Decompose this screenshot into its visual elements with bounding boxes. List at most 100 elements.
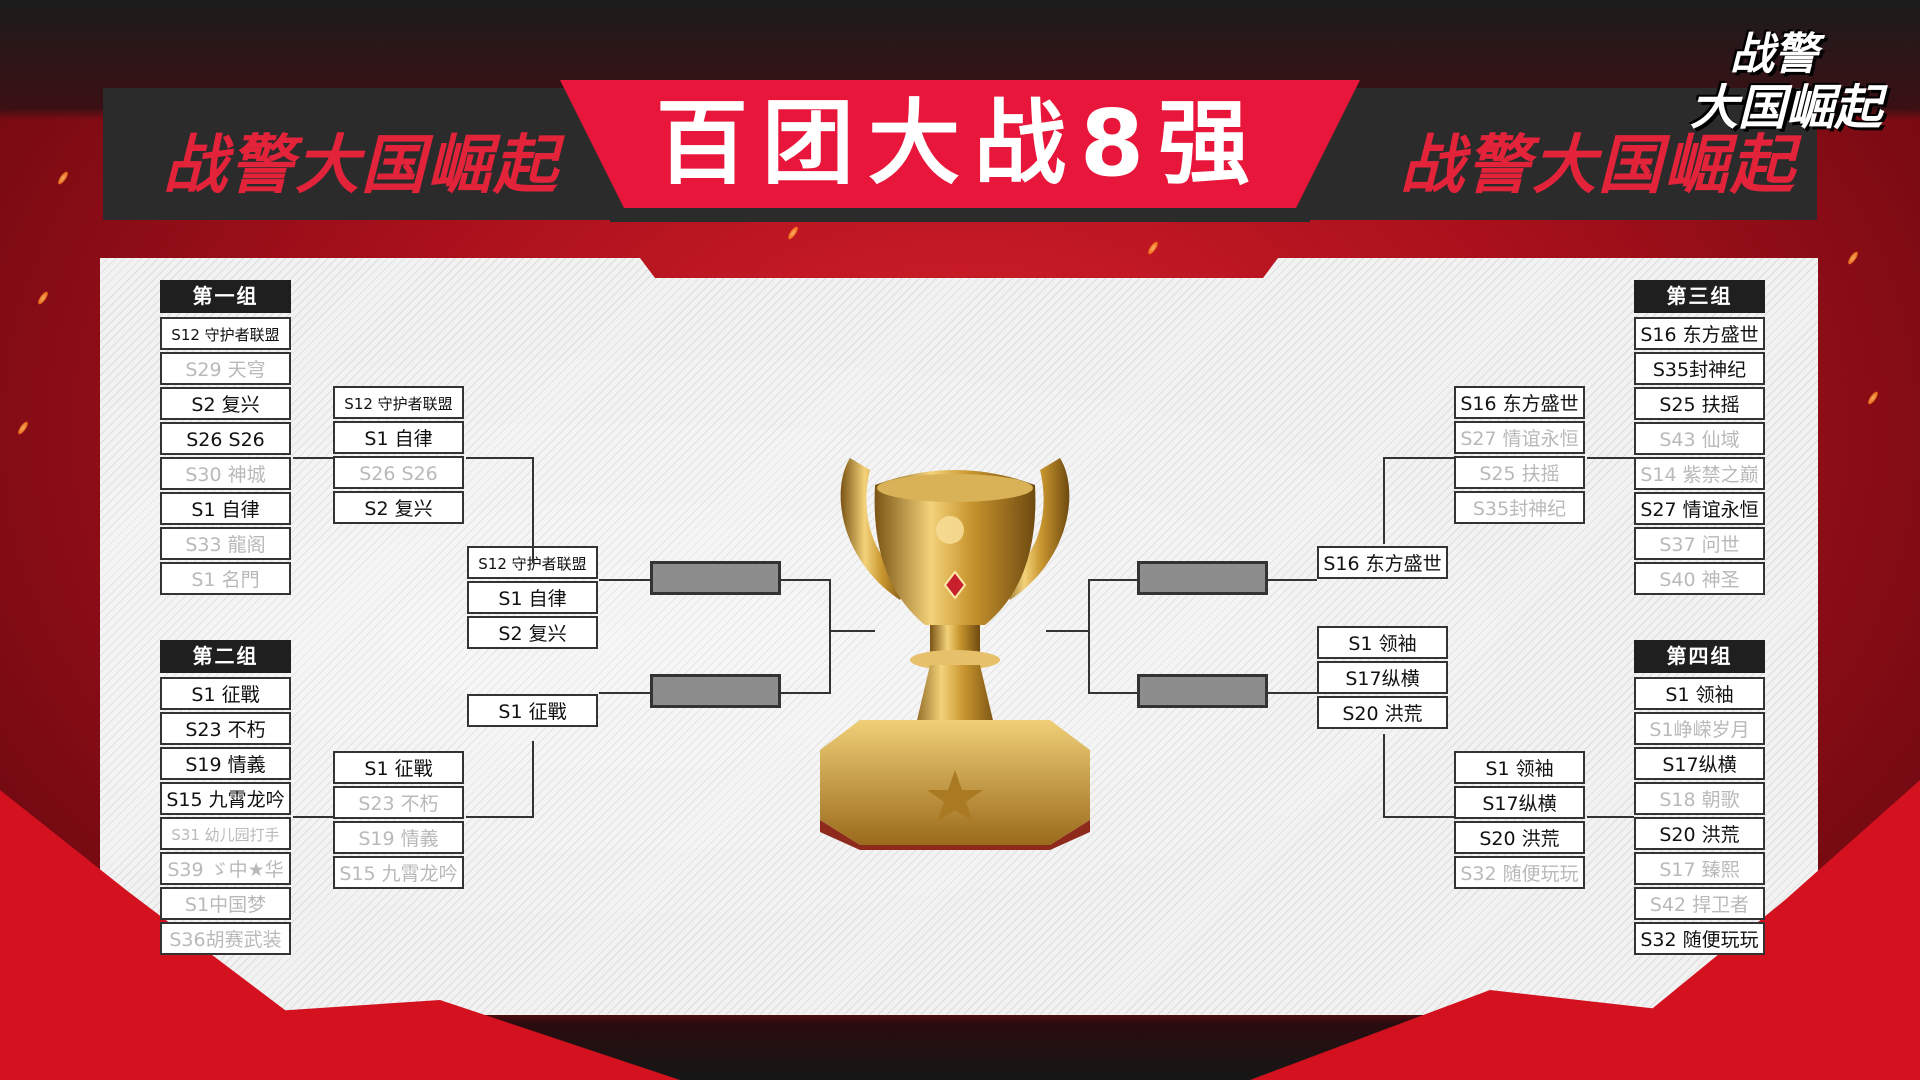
bracket-line bbox=[599, 692, 650, 694]
header-left-band: 战警大国崛起 bbox=[103, 88, 643, 220]
team-cell: S1 领袖 bbox=[1454, 751, 1585, 784]
ember-spark bbox=[1145, 239, 1161, 257]
team-cell: S25 扶摇 bbox=[1454, 456, 1585, 489]
team-cell: S12 守护者联盟 bbox=[160, 317, 291, 350]
bracket-line bbox=[1088, 579, 1090, 694]
team-cell: S39 ゞ中★华 bbox=[160, 852, 291, 885]
group-title: 第一组 bbox=[160, 280, 291, 313]
header-center-banner: 百团大战8强 bbox=[560, 80, 1360, 208]
bracket-line bbox=[599, 579, 650, 581]
team-cell: S43 仙域 bbox=[1634, 422, 1765, 455]
team-cell: S17纵横 bbox=[1634, 747, 1765, 780]
team-cell: S1 领袖 bbox=[1634, 677, 1765, 710]
team-cell: S32 随便玩玩 bbox=[1634, 922, 1765, 955]
team-cell: S1 自律 bbox=[467, 581, 598, 614]
team-cell: S18 朝歌 bbox=[1634, 782, 1765, 815]
left-semi-bottom: S1 征戰 bbox=[467, 692, 598, 727]
group-4-round2: S1 领袖 S17纵横 S20 洪荒 S32 随便玩玩 bbox=[1454, 749, 1585, 889]
bracket-line bbox=[532, 741, 534, 818]
team-cell: S12 守护者联盟 bbox=[333, 386, 464, 419]
team-cell: S40 神圣 bbox=[1634, 562, 1765, 595]
team-cell: S16 东方盛世 bbox=[1454, 386, 1585, 419]
ember-spark bbox=[1845, 249, 1861, 267]
bracket-line bbox=[532, 457, 534, 563]
bracket-line bbox=[829, 579, 831, 694]
left-semi-top: S12 守护者联盟 S1 自律 S2 复兴 bbox=[467, 544, 598, 649]
ember-spark bbox=[15, 419, 31, 437]
ember-spark bbox=[1865, 389, 1881, 407]
team-cell: S2 复兴 bbox=[333, 491, 464, 524]
bracket-line bbox=[1046, 630, 1090, 632]
group-3: 第三组 S16 东方盛世 S35封神纪 S25 扶摇 S43 仙域 S14 紫禁… bbox=[1634, 280, 1765, 595]
team-cell: S1 征戰 bbox=[467, 694, 598, 727]
team-cell: S36胡赛武装 bbox=[160, 922, 291, 955]
brand-text-right: 战警大国崛起 bbox=[1400, 129, 1796, 203]
final-slot-right-top bbox=[1137, 561, 1268, 595]
bracket-line bbox=[466, 457, 534, 459]
bracket-line bbox=[1268, 579, 1317, 581]
team-cell: S2 复兴 bbox=[467, 616, 598, 649]
team-cell: S1 领袖 bbox=[1317, 626, 1448, 659]
brand-text-left: 战警大国崛起 bbox=[163, 129, 559, 203]
bracket-line bbox=[293, 816, 333, 818]
bracket-line bbox=[1587, 816, 1634, 818]
bracket-line bbox=[1383, 457, 1385, 544]
bracket-line bbox=[1268, 692, 1317, 694]
team-cell: S1中国梦 bbox=[160, 887, 291, 920]
logo-line-2: 大国崛起 bbox=[1690, 80, 1883, 136]
bracket-line bbox=[1088, 579, 1137, 581]
team-cell: S16 东方盛世 bbox=[1317, 546, 1448, 579]
bracket-line bbox=[829, 630, 875, 632]
team-cell: S29 天穹 bbox=[160, 352, 291, 385]
team-cell: S27 情谊永恒 bbox=[1634, 492, 1765, 525]
team-cell: S20 洪荒 bbox=[1317, 696, 1448, 729]
team-cell: S20 洪荒 bbox=[1634, 817, 1765, 850]
header-right-band: 战警大国崛起 bbox=[1290, 88, 1817, 220]
group-1-round2: S12 守护者联盟 S1 自律 S26 S26 S2 复兴 bbox=[333, 384, 464, 524]
group-1: 第一组 S12 守护者联盟 S29 天穹 S2 复兴 S26 S26 S30 神… bbox=[160, 280, 291, 595]
team-cell: S23 不朽 bbox=[160, 712, 291, 745]
team-cell: S20 洪荒 bbox=[1454, 821, 1585, 854]
bracket-line bbox=[466, 816, 534, 818]
team-cell: S35封神纪 bbox=[1634, 352, 1765, 385]
ember-spark bbox=[55, 169, 71, 187]
team-cell: S26 S26 bbox=[160, 422, 291, 455]
right-semi-bottom: S1 领袖 S17纵横 S20 洪荒 bbox=[1317, 624, 1448, 729]
bracket-line bbox=[1088, 692, 1137, 694]
group-4: 第四组 S1 领袖 S1峥嵘岁月 S17纵横 S18 朝歌 S20 洪荒 S17… bbox=[1634, 640, 1765, 955]
team-cell: S15 九霄龙吟 bbox=[160, 782, 291, 815]
team-cell: S1峥嵘岁月 bbox=[1634, 712, 1765, 745]
team-cell: S17纵横 bbox=[1454, 786, 1585, 819]
team-cell: S16 东方盛世 bbox=[1634, 317, 1765, 350]
team-cell: S37 问世 bbox=[1634, 527, 1765, 560]
team-cell: S17纵横 bbox=[1317, 661, 1448, 694]
bracket-line bbox=[781, 579, 831, 581]
team-cell: S30 神城 bbox=[160, 457, 291, 490]
group-2: 第二组 S1 征戰 S23 不朽 S19 情義 S15 九霄龙吟 S31 幼儿园… bbox=[160, 640, 291, 955]
bracket-line bbox=[1383, 457, 1454, 459]
team-cell: S23 不朽 bbox=[333, 786, 464, 819]
team-cell: S1 名門 bbox=[160, 562, 291, 595]
bracket-line bbox=[781, 692, 831, 694]
team-cell: S17 臻熙 bbox=[1634, 852, 1765, 885]
team-cell: S32 随便玩玩 bbox=[1454, 856, 1585, 889]
bracket-line bbox=[1383, 734, 1385, 818]
team-cell: S1 征戰 bbox=[160, 677, 291, 710]
team-cell: S31 幼儿园打手 bbox=[160, 817, 291, 850]
team-cell: S19 情義 bbox=[333, 821, 464, 854]
team-cell: S1 自律 bbox=[333, 421, 464, 454]
group-title: 第四组 bbox=[1634, 640, 1765, 673]
team-cell: S1 征戰 bbox=[333, 751, 464, 784]
team-cell: S42 捍卫者 bbox=[1634, 887, 1765, 920]
team-cell: S1 自律 bbox=[160, 492, 291, 525]
header-center-shadow bbox=[610, 208, 1310, 222]
right-semi-top: S16 东方盛世 bbox=[1317, 544, 1448, 579]
team-cell: S33 龍阁 bbox=[160, 527, 291, 560]
team-cell: S14 紫禁之巅 bbox=[1634, 457, 1765, 490]
team-cell: S19 情義 bbox=[160, 747, 291, 780]
bracket-line bbox=[1383, 816, 1454, 818]
team-cell: S25 扶摇 bbox=[1634, 387, 1765, 420]
team-cell: S2 复兴 bbox=[160, 387, 291, 420]
ember-spark bbox=[785, 224, 801, 242]
group-title: 第二组 bbox=[160, 640, 291, 673]
